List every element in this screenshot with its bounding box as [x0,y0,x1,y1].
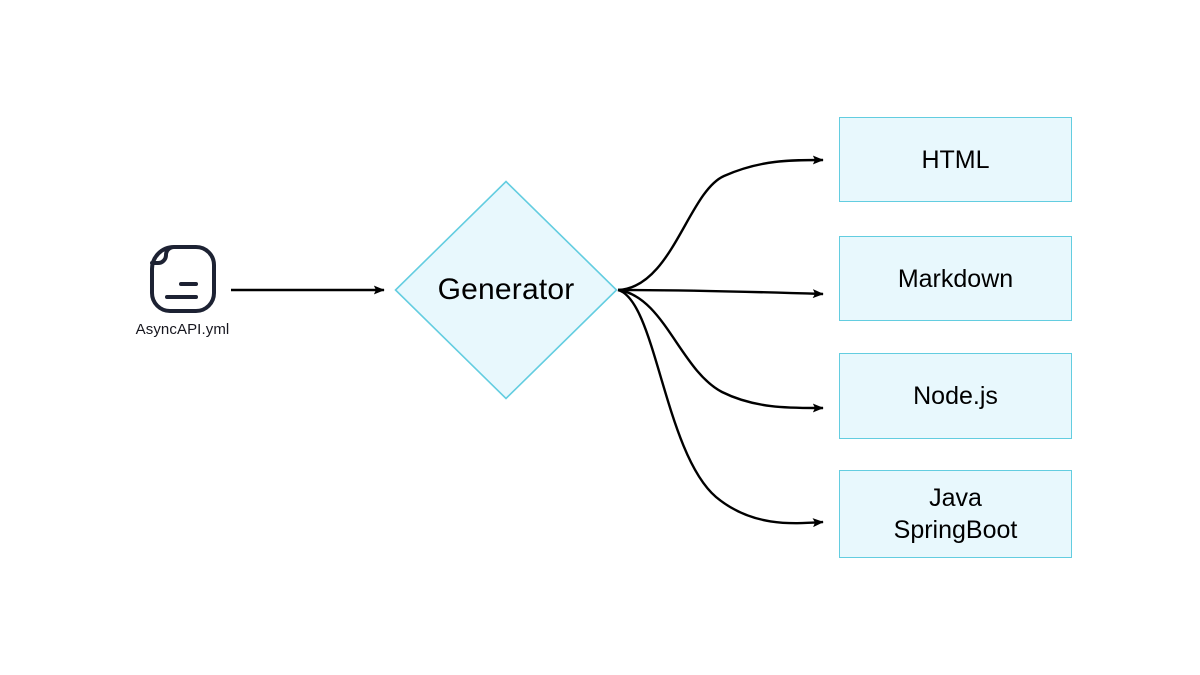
edge-generator-to-html [617,155,824,292]
source-label: AsyncAPI.yml [135,321,230,338]
edge-generator-to-markdown [617,288,824,299]
edge-generator-to-nodejs [617,288,824,413]
output-label: HTML [921,145,990,174]
output-box-html[interactable]: HTML [839,117,1072,202]
output-box-markdown[interactable]: Markdown [839,236,1072,321]
document-file-icon [148,243,218,315]
diamond-shape [394,180,618,400]
output-box-java-springboot[interactable]: Java SpringBoot [839,470,1072,558]
output-label: Markdown [897,264,1014,293]
output-label: Java SpringBoot [893,484,1018,544]
source-node[interactable]: AsyncAPI.yml [125,243,240,355]
output-box-nodejs[interactable]: Node.js [839,353,1072,439]
output-label: Node.js [913,382,998,410]
edge-generator-to-java-springboot [617,288,824,528]
generator-node[interactable]: Generator [394,180,618,400]
generator-label: Generator [437,273,575,306]
